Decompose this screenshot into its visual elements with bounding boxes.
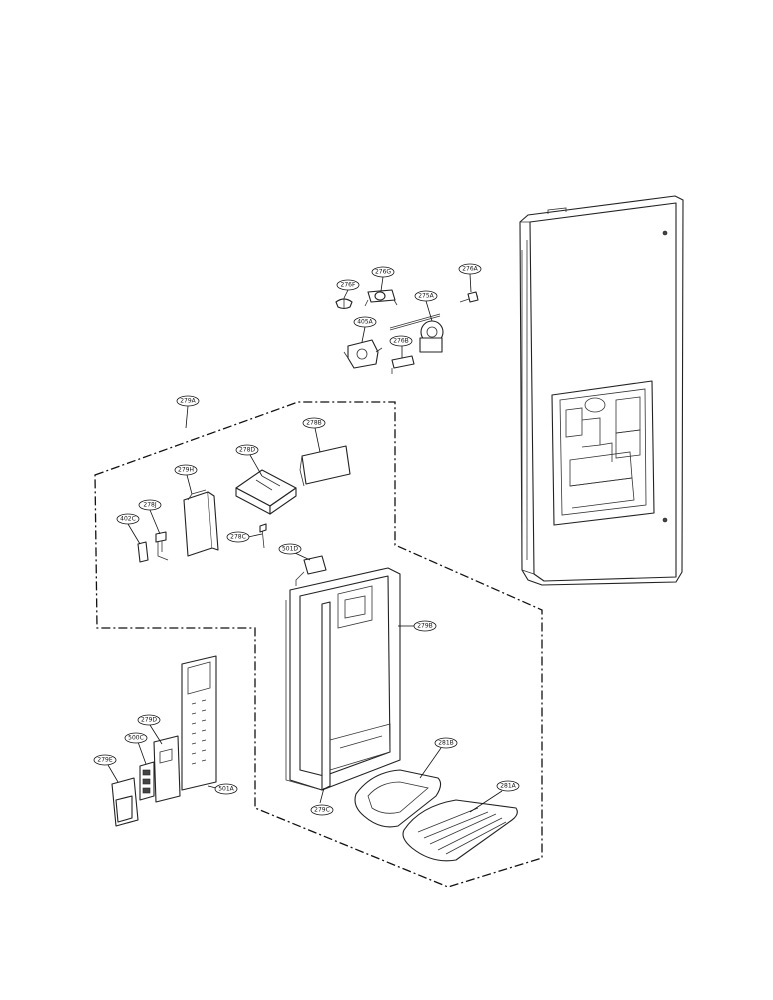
part-501A — [181, 655, 217, 791]
part-276G — [364, 289, 398, 307]
part-500C — [139, 761, 155, 801]
svg-text:278B: 278B — [306, 420, 322, 427]
kit-279A-boundary — [94, 401, 543, 888]
callout-501A: 501A — [214, 783, 238, 795]
svg-text:281B: 281B — [438, 740, 454, 747]
part-279E — [111, 777, 139, 827]
callout-276G: 276G — [371, 266, 395, 278]
part-405A — [343, 339, 383, 369]
svg-text:281A: 281A — [500, 783, 516, 790]
svg-text:276A: 276A — [462, 266, 478, 273]
callout-279A: 279A — [176, 395, 200, 407]
part-279B — [285, 567, 401, 791]
svg-text:279C: 279C — [314, 807, 330, 814]
part-281B — [354, 769, 442, 828]
part-278B — [299, 445, 351, 487]
callout-279D: 279D — [137, 714, 161, 726]
svg-text:276F: 276F — [341, 282, 356, 289]
svg-text:501A: 501A — [218, 786, 234, 793]
callout-281B: 281B — [434, 737, 458, 749]
callout-402C: 402C — [116, 513, 140, 525]
svg-text:278C: 278C — [230, 534, 246, 541]
part-279D — [153, 735, 181, 803]
callout-405A: 405A — [353, 316, 377, 328]
svg-text:501D: 501D — [282, 546, 298, 553]
callout-278D: 278D — [235, 444, 259, 456]
svg-text:279E: 279E — [97, 757, 112, 764]
svg-text:402C: 402C — [120, 516, 136, 523]
svg-text:278D: 278D — [239, 447, 255, 454]
callout-276F: 276F — [336, 279, 360, 291]
callout-276B: 276B — [389, 335, 413, 347]
part-279H — [183, 489, 219, 557]
part-402C — [137, 541, 149, 563]
callout-276A: 276A — [458, 263, 482, 275]
callout-278C: 278C — [226, 531, 250, 543]
part-278C — [259, 523, 267, 549]
svg-text:275A: 275A — [418, 293, 434, 300]
callout-279B: 279B — [413, 620, 437, 632]
callout-281A: 281A — [496, 780, 520, 792]
part-501D — [295, 555, 327, 586]
callout-279C: 279C — [310, 804, 334, 816]
callout-275A: 275A — [414, 290, 438, 302]
leader-lines — [107, 273, 503, 813]
svg-text:279H: 279H — [178, 467, 194, 474]
door-panel — [519, 195, 684, 586]
part-278D — [235, 469, 297, 515]
callout-279H: 279H — [174, 464, 198, 476]
svg-text:278J: 278J — [143, 502, 156, 509]
callout-279E: 279E — [93, 754, 117, 766]
svg-text:279A: 279A — [180, 398, 196, 405]
part-275A — [389, 313, 444, 353]
svg-text:276G: 276G — [375, 269, 391, 276]
part-276A — [459, 291, 479, 303]
callout-278B: 278B — [302, 417, 326, 429]
callout-500C: 500C — [124, 732, 148, 744]
svg-text:279B: 279B — [417, 623, 433, 630]
callout-278J: 278J — [138, 499, 162, 511]
part-281A — [402, 799, 518, 862]
part-276B — [391, 355, 415, 374]
svg-text:500C: 500C — [128, 735, 144, 742]
svg-text:405A: 405A — [357, 319, 373, 326]
part-276F — [335, 298, 353, 310]
part-278J — [155, 531, 169, 561]
svg-text:276B: 276B — [393, 338, 409, 345]
callout-501D: 501D — [278, 543, 302, 555]
svg-text:279D: 279D — [141, 717, 157, 724]
